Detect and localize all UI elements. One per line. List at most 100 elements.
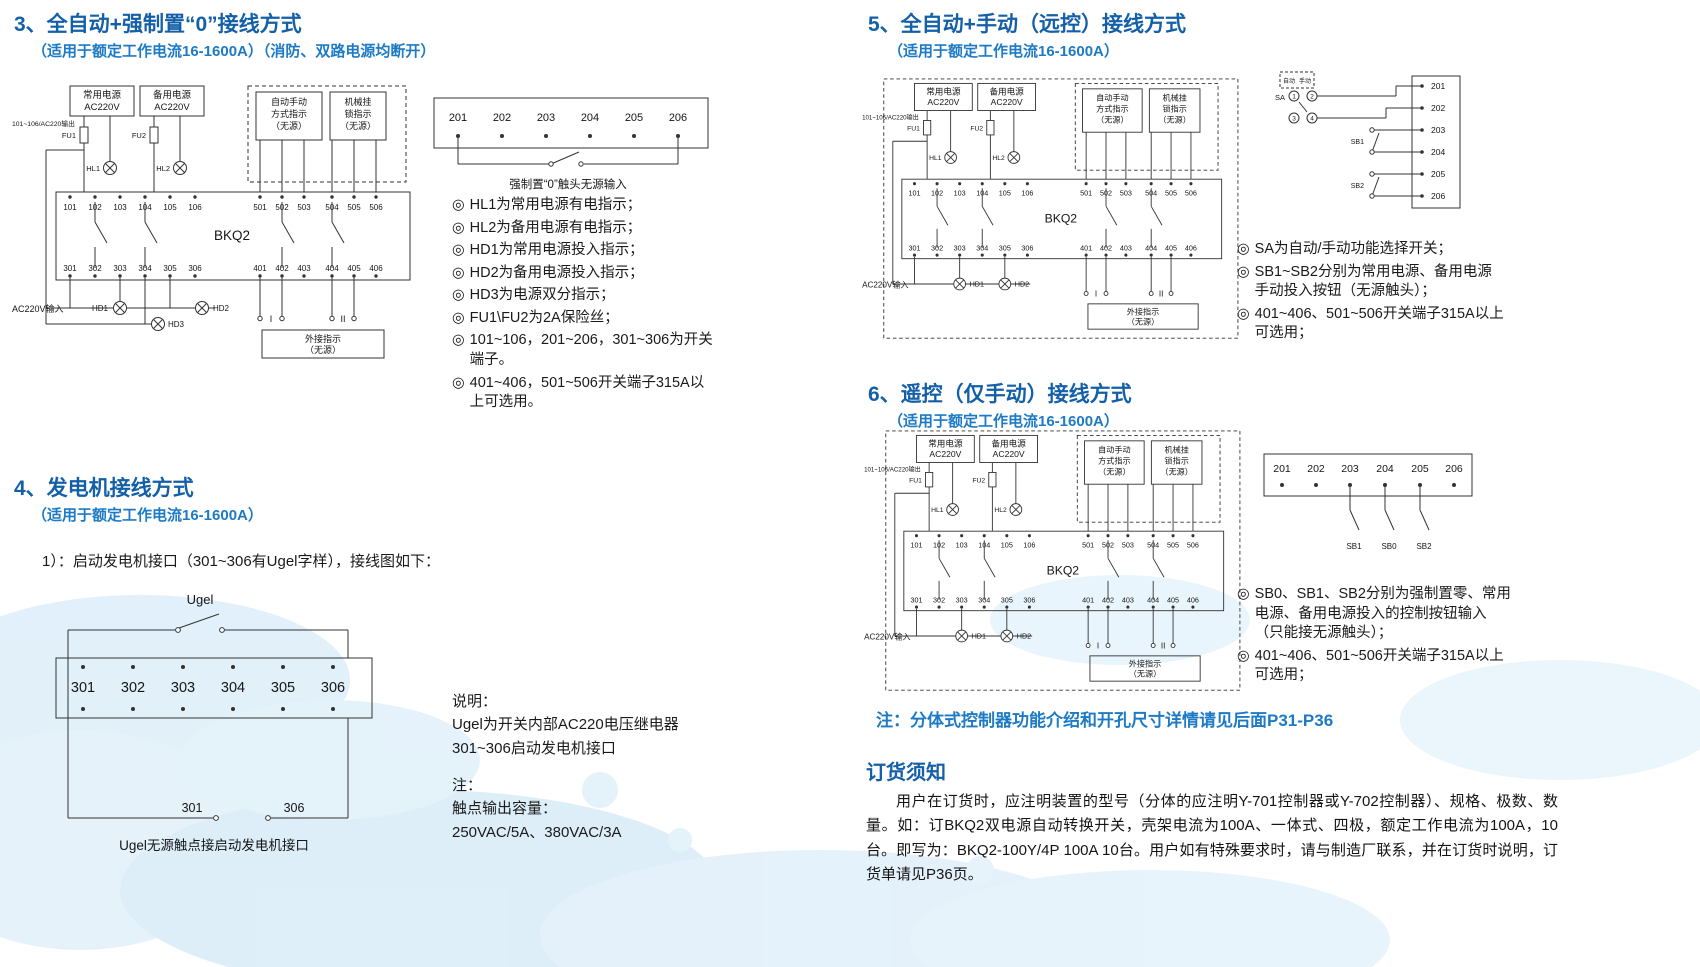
terminal-number: 303 bbox=[954, 244, 966, 253]
section5-heading: 5、全自动+手动（远控）接线方式 bbox=[868, 13, 1186, 36]
terminal-number: 106 bbox=[1021, 188, 1033, 197]
terminal-number: 403 bbox=[297, 264, 311, 273]
terminal-number: 501 bbox=[1080, 188, 1092, 197]
terminal-number: 306 bbox=[188, 264, 202, 273]
terminal-number: 505 bbox=[347, 203, 361, 212]
diagram-label: 常用电源 bbox=[928, 437, 963, 448]
note-text: 101~106，201~206，301~306为开关端子。 bbox=[469, 332, 713, 368]
diagram-label: 常用电源 bbox=[83, 89, 122, 101]
note-text: SB1~SB2分别为常用电源、备用电源手动投入按钮（无源触头）； bbox=[1254, 263, 1492, 300]
note-text: SA为自动/手动功能选择开关； bbox=[1254, 241, 1453, 257]
input-label: AC220V输入 bbox=[12, 303, 64, 314]
terminal-number: 304 bbox=[976, 244, 988, 253]
terminal-number: 401 bbox=[1080, 244, 1092, 253]
terminal-number: 203 bbox=[537, 112, 555, 124]
terminal-number: 2 bbox=[1310, 94, 1314, 101]
tap-label: 306 bbox=[284, 801, 305, 815]
terminal-number: 402 bbox=[1102, 596, 1114, 605]
diagram-label: FU1 bbox=[907, 125, 920, 132]
diagram-label: AC220V bbox=[991, 97, 1023, 107]
button-label: SB1 bbox=[1351, 139, 1364, 146]
terminal-number: 302 bbox=[121, 680, 145, 696]
diagram-label: 备用电源 bbox=[989, 85, 1024, 96]
terminal-number: 405 bbox=[1167, 596, 1179, 605]
terminal-number: 201 bbox=[449, 112, 467, 124]
terminal-number: 405 bbox=[347, 264, 361, 273]
diagram-label: 外接指示 bbox=[1129, 659, 1162, 669]
selector-label: SA bbox=[1275, 93, 1285, 102]
terminal-number: 202 bbox=[1431, 103, 1445, 113]
note-bullet: ◎ bbox=[1237, 241, 1250, 257]
note-item: ◎HD3为电源双分指示； bbox=[452, 286, 714, 306]
terminal-number: 204 bbox=[1376, 463, 1394, 475]
section5-notes: ◎SA为自动/手动功能选择开关；◎SB1~SB2分别为常用电源、备用电源手动投入… bbox=[1237, 240, 1505, 347]
note-item: ◎HD2为备用电源投入指示； bbox=[452, 264, 714, 284]
terminal-number: 302 bbox=[933, 596, 945, 605]
section5-remote-control-diagram: 自动 手动 SA 1 2 3 4 SB1 SB2 201 202 203 204… bbox=[1275, 71, 1461, 209]
note-item: ◎SB0、SB1、SB2分别为强制置零、常用电源、备用电源投入的控制按钮输入（只… bbox=[1237, 585, 1515, 644]
wiring-lines bbox=[1279, 71, 1461, 209]
terminal-number: 402 bbox=[275, 264, 289, 273]
terminal-number: 105 bbox=[999, 188, 1011, 197]
note-bullet: ◎ bbox=[452, 309, 465, 326]
diagram-label: HD1 bbox=[972, 632, 986, 641]
note-text: HD2为备用电源投入指示； bbox=[469, 264, 644, 281]
terminal-number: 206 bbox=[1431, 191, 1445, 201]
diagram-label: HL1 bbox=[931, 507, 944, 514]
diagram-label: （无源） bbox=[271, 121, 307, 131]
diagram-label: AC220V bbox=[993, 449, 1025, 459]
diagram-label: AC220V bbox=[154, 102, 190, 113]
relay-label: Ugel bbox=[187, 592, 214, 607]
terminal-number: 101 bbox=[908, 188, 920, 197]
terminal-number: 204 bbox=[581, 112, 599, 124]
section4-subtitle: （适用于额定工作电流16-1600A） bbox=[32, 507, 263, 524]
note-bullet: ◎ bbox=[452, 332, 465, 349]
terminal-number: 103 bbox=[956, 540, 968, 549]
wiring-lines bbox=[433, 97, 709, 167]
terminal-number: 205 bbox=[1411, 463, 1429, 475]
diagram-label: AC220V bbox=[929, 449, 961, 459]
terminal-number: 503 bbox=[1120, 188, 1132, 197]
diagram-label: FU1 bbox=[909, 477, 922, 484]
diagram-label: （无源） bbox=[1129, 670, 1162, 679]
diagram-label: 方式指示 bbox=[1098, 455, 1131, 465]
terminal-number: 3 bbox=[1292, 116, 1296, 123]
note-bullet: ◎ bbox=[452, 242, 465, 259]
note-text: HD3为电源双分指示； bbox=[469, 287, 615, 304]
terminal-number: 206 bbox=[669, 112, 687, 124]
terminal-number: 501 bbox=[253, 203, 267, 212]
terminal-number: 304 bbox=[138, 264, 152, 273]
diagram-label: 方式指示 bbox=[271, 108, 307, 119]
terminal-number: 501 bbox=[1082, 540, 1094, 549]
section6-subtitle: （适用于额定工作电流16-1600A） bbox=[888, 413, 1119, 430]
button-label: SB2 bbox=[1351, 183, 1364, 190]
terminal-dots bbox=[456, 134, 680, 138]
section4-note: 注：触点输出容量：250VAC/5A、380VAC/3A bbox=[452, 774, 622, 844]
terminal-number: 202 bbox=[493, 112, 511, 124]
device-name: BKQ2 bbox=[1047, 564, 1080, 578]
section6-pushbutton-terminals: 201 202 203 204 205 206 SB1 SB0 SB2 bbox=[1263, 453, 1473, 551]
note-text: SB0、SB1、SB2分别为强制置零、常用电源、备用电源投入的控制按钮输入（只能… bbox=[1254, 586, 1511, 642]
note-bullet: ◎ bbox=[452, 287, 465, 304]
terminal-number: 305 bbox=[163, 264, 177, 273]
diagram-label: 机械挂 bbox=[1164, 445, 1188, 455]
terminal-number: 505 bbox=[1167, 540, 1179, 549]
order-info-body: 用户在订货时，应注明装置的型号（分体的应注明Y-701控制器或Y-702控制器）… bbox=[866, 793, 1558, 883]
circuit-group-numeral: I bbox=[270, 314, 273, 324]
wiring-lines bbox=[1263, 453, 1473, 531]
diagram-label: 方式指示 bbox=[1096, 103, 1129, 113]
note-bullet: ◎ bbox=[452, 219, 465, 236]
note-text: HD1为常用电源投入指示； bbox=[469, 242, 644, 259]
terminal-number: 404 bbox=[1147, 596, 1159, 605]
diagram-label: 备用电源 bbox=[991, 437, 1026, 448]
text-line: 301~306启动发电机接口 bbox=[452, 739, 616, 757]
terminal-number: 201 bbox=[1273, 463, 1291, 475]
terminal-number: 506 bbox=[1187, 540, 1199, 549]
diagram-label: 锁指示 bbox=[1162, 103, 1186, 113]
diagram-label: （无源） bbox=[305, 345, 341, 355]
terminal-number: 203 bbox=[1431, 125, 1445, 135]
terminal-number: 303 bbox=[113, 264, 127, 273]
terminal-number: 402 bbox=[1100, 244, 1112, 253]
section6-wiring-diagram: 常用电源AC220V备用电源AC220V101~106/AC220输出FU1HL… bbox=[864, 430, 1241, 691]
